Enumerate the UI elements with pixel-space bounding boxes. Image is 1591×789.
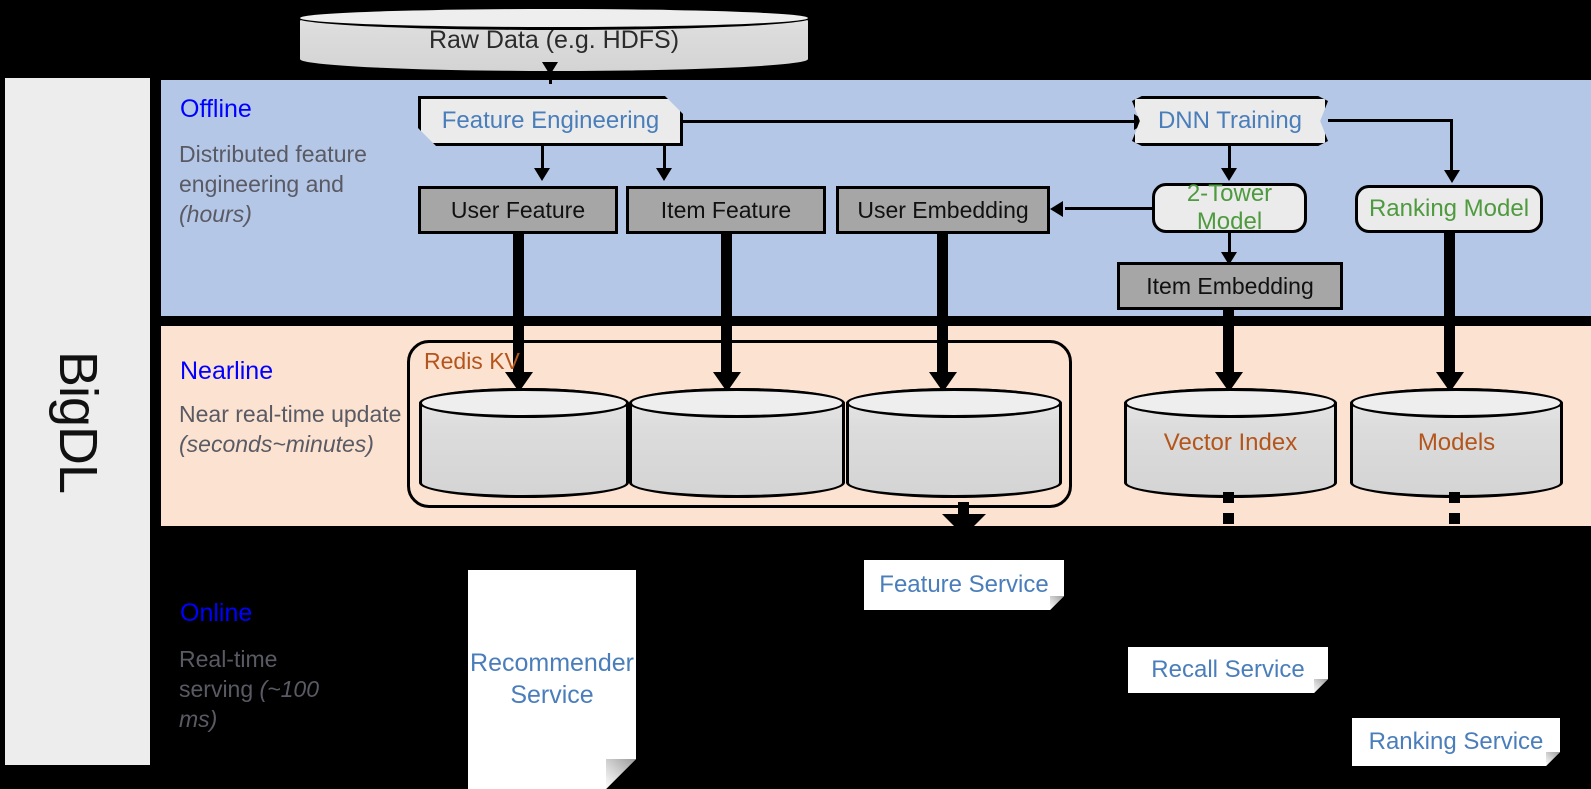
user-embedding-store[interactable]: User Embedding	[836, 186, 1050, 234]
offline-band-description: Distributed feature engineering and (hou…	[179, 140, 375, 230]
arrow-userembedding-redis	[929, 372, 957, 392]
offline-desc-text: Distributed feature engineering and	[179, 141, 367, 197]
user-embedding-label: User Embedding	[857, 196, 1029, 223]
connector-twotower-userembedding	[1065, 207, 1153, 210]
arrow-fe-itemfeature	[656, 168, 672, 181]
arrow-twotower-itemembedding	[1221, 252, 1237, 265]
two-tower-model-node[interactable]: 2-Tower Model	[1152, 180, 1307, 235]
connector-userfeature-redis	[513, 234, 524, 382]
connector-rawdata-fe	[549, 68, 552, 84]
two-tower-model-label: 2-Tower Model	[1186, 180, 1273, 235]
models-store: Models	[1350, 388, 1563, 498]
recall-service-label: Recall Service	[1151, 656, 1305, 683]
item-embedding-label: Item Embedding	[1146, 272, 1314, 299]
arrow-twotower-userembedding	[1050, 201, 1063, 217]
connector-itemfeature-redis	[721, 234, 732, 382]
models-label: Models	[1417, 429, 1496, 456]
user-feature-label: User Feature	[450, 196, 586, 223]
offline-band-title: Offline	[180, 95, 252, 123]
dnn-training-node[interactable]: DNN Training	[1132, 96, 1328, 146]
connector-dnn-twotower	[1228, 146, 1231, 170]
connector-fe-dnn	[683, 120, 1138, 123]
offline-desc-emphasis: (hours)	[179, 200, 252, 227]
connector-models-ranking-dot1	[1449, 492, 1460, 503]
arrow-itemfeature-redis	[713, 372, 741, 392]
redis-cylinder-item-feature	[629, 388, 845, 498]
feature-engineering-label: Feature Engineering	[441, 107, 660, 134]
feature-engineering-node[interactable]: Feature Engineering	[418, 96, 683, 146]
feature-service-node[interactable]: Feature Service	[864, 560, 1064, 610]
dnn-training-label: DNN Training	[1157, 107, 1303, 134]
connector-dnn-ranking-v	[1450, 119, 1453, 173]
connector-vectorindex-recall-dot2	[1223, 513, 1234, 524]
arrow-rankingmodel-models	[1436, 372, 1464, 392]
nearline-band-description: Near real-time update (seconds~minutes)	[179, 400, 405, 460]
connector-rankingmodel-models	[1444, 233, 1455, 382]
nearline-desc-text: Near real-time update	[179, 401, 402, 427]
connector-vectorindex-recall-dot1	[1223, 492, 1234, 503]
recommender-service-node[interactable]: Recommender Service	[468, 570, 636, 789]
feature-service-label: Feature Service	[879, 571, 1049, 598]
ranking-model-node[interactable]: Ranking Model	[1355, 185, 1543, 233]
ranking-service-label: Ranking Service	[1368, 728, 1544, 755]
connector-redis-featureservice	[958, 502, 969, 518]
raw-data-label: Raw Data (e.g. HDFS)	[428, 25, 680, 54]
recall-service-node[interactable]: Recall Service	[1128, 647, 1328, 693]
connector-dnn-ranking-h	[1328, 119, 1453, 122]
vector-index-store: Vector Index	[1124, 388, 1337, 498]
user-feature-store[interactable]: User Feature	[418, 186, 618, 234]
arrow-userfeature-redis	[505, 372, 533, 392]
connector-models-ranking-dot2	[1449, 513, 1460, 524]
ranking-service-node[interactable]: Ranking Service	[1352, 718, 1560, 766]
nearline-desc-emphasis: (seconds~minutes)	[179, 430, 374, 457]
redis-kv-container	[407, 340, 1072, 508]
connector-fe-userfeature	[541, 146, 544, 171]
arrow-dnn-ranking	[1444, 170, 1460, 183]
redis-kv-label: Redis KV	[424, 348, 520, 374]
redis-cylinder-user-feature	[419, 388, 629, 498]
recommender-service-label: Recommender Service	[470, 649, 634, 709]
item-feature-label: Item Feature	[660, 196, 792, 223]
arrow-rawdata-fe	[542, 62, 558, 75]
online-desc-text: Real-time serving	[179, 646, 278, 702]
connector-userembedding-redis	[937, 234, 948, 382]
vector-index-label: Vector Index	[1163, 429, 1298, 456]
arrow-dnn-twotower	[1221, 168, 1237, 181]
item-embedding-store[interactable]: Item Embedding	[1117, 262, 1343, 310]
online-band-title: Online	[180, 599, 253, 627]
ranking-model-label: Ranking Model	[1368, 195, 1530, 222]
nearline-band-title: Nearline	[180, 357, 274, 385]
online-band-description: Real-time serving (~100 ms)	[179, 645, 349, 735]
arrow-redis-featureservice	[942, 514, 986, 536]
online-desc-emphasis: (~100 ms)	[179, 675, 320, 732]
redis-cylinder-user-embedding	[846, 388, 1062, 498]
bigdl-sidebar: BigDL	[5, 78, 150, 765]
bigdl-brand-label: BigDL	[47, 350, 108, 493]
item-feature-store[interactable]: Item Feature	[626, 186, 826, 234]
connector-twotower-itemembedding	[1228, 233, 1231, 257]
arrow-fe-userfeature	[534, 168, 550, 181]
arrow-itemembedding-vectorindex	[1215, 372, 1243, 392]
connector-itemembedding-vectorindex	[1223, 310, 1234, 382]
connector-fe-itemfeature	[663, 146, 666, 171]
